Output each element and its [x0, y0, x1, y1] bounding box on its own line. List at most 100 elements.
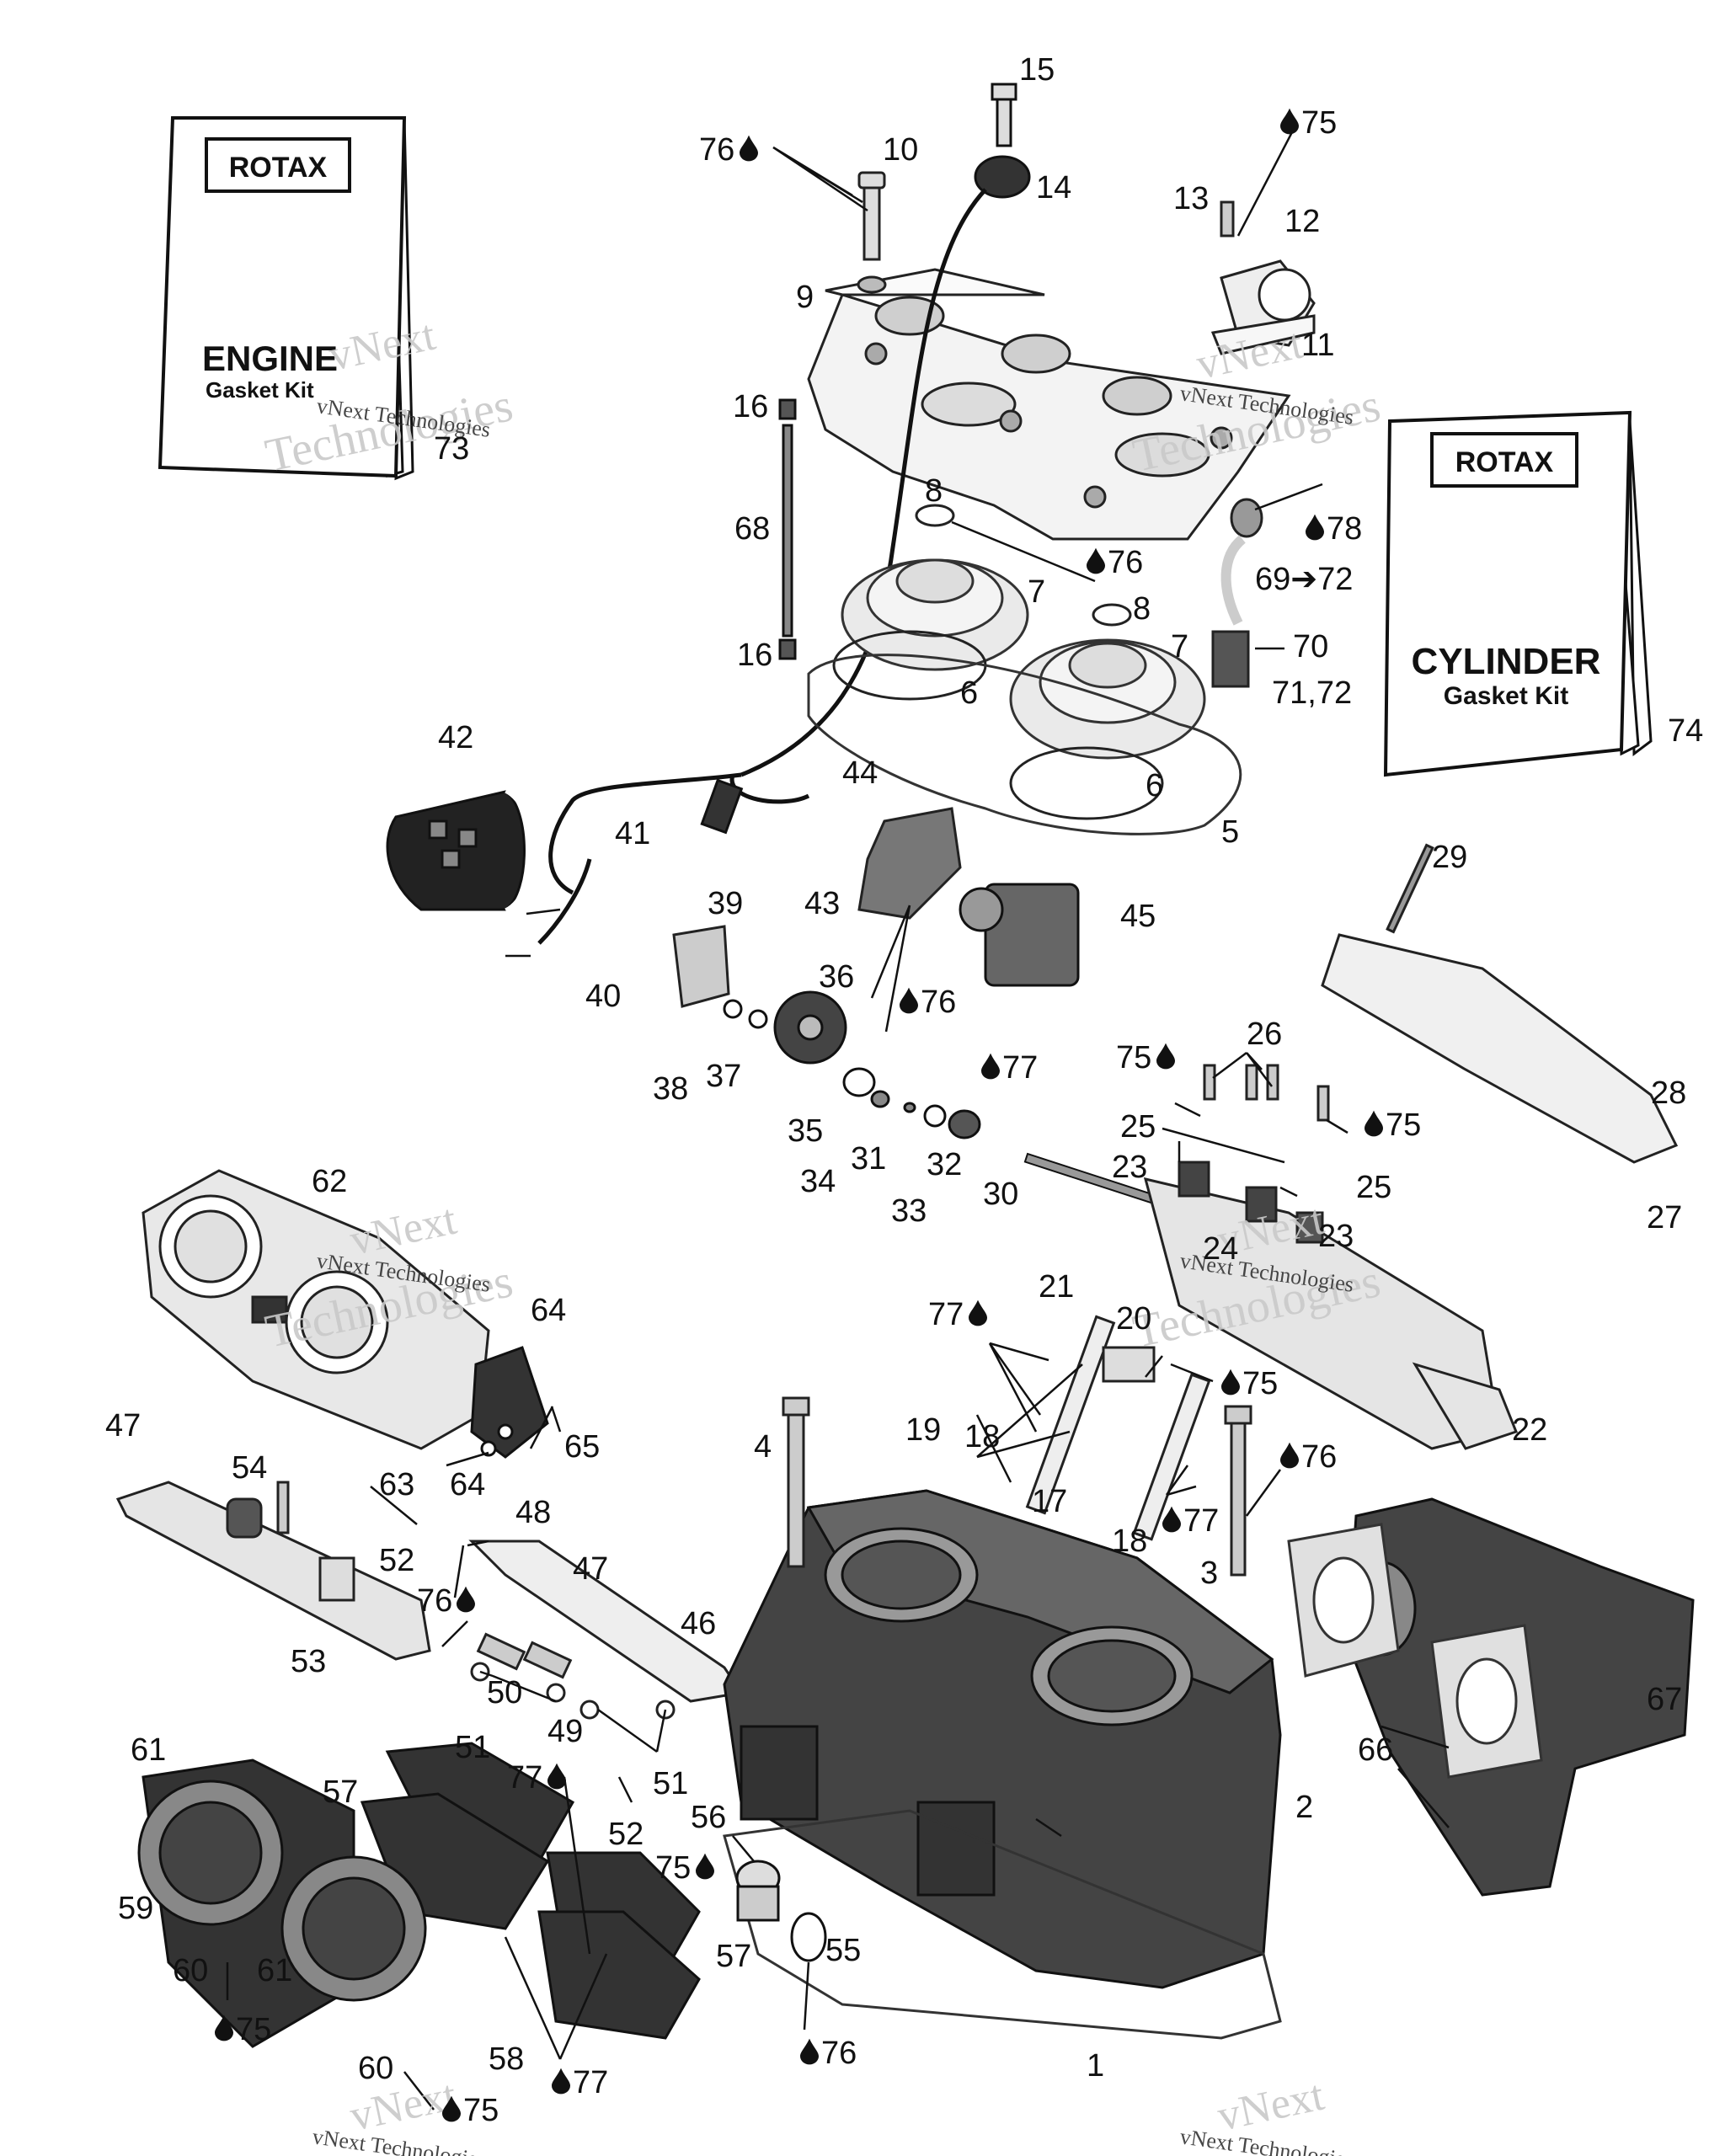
svg-text:77: 77: [1002, 1050, 1038, 1086]
callout-51-right: 51: [653, 1766, 688, 1801]
ignition-coil: [386, 790, 532, 911]
lube-75-bolts-left: 75: [1116, 1040, 1175, 1075]
svg-text:76: 76: [821, 2036, 857, 2071]
callout-5: 5: [1221, 814, 1239, 850]
svg-text:77: 77: [573, 2065, 608, 2100]
callout-33: 33: [891, 1193, 927, 1229]
callout-37: 37: [706, 1059, 741, 1094]
callout-23-right: 23: [1318, 1219, 1354, 1254]
callout-58: 58: [489, 2041, 524, 2077]
callout-18-top: 18: [964, 1419, 1000, 1454]
cylinder-kit-brand: ROTAX: [1455, 446, 1554, 478]
callout-45: 45: [1120, 899, 1156, 934]
callout-21: 21: [1039, 1269, 1074, 1305]
callout-2: 2: [1295, 1790, 1313, 1825]
lube-76-plug-oring: 76: [800, 2036, 857, 2071]
svg-text:77: 77: [507, 1760, 542, 1796]
callout-47-right: 47: [573, 1551, 608, 1587]
svg-text:76: 76: [921, 985, 956, 1020]
callout-51-left: 51: [455, 1730, 490, 1765]
callout-17: 17: [1032, 1484, 1067, 1519]
engine-kit-subtitle: Gasket Kit: [206, 377, 314, 403]
lube-75-bolts-right: 75: [1365, 1107, 1421, 1143]
cylinder-gasket-kit: ROTAX CYLINDER Gasket Kit: [1383, 410, 1653, 777]
callout-56: 56: [691, 1800, 726, 1835]
bracket: [672, 807, 962, 1008]
callout-47-left: 47: [105, 1408, 141, 1444]
cylinder-kit-subtitle: Gasket Kit: [1444, 682, 1568, 710]
head-bolt: [857, 171, 887, 294]
connector: [700, 778, 744, 835]
callout-8-left: 8: [925, 473, 943, 509]
cylinder-bolts: [782, 1396, 1252, 1577]
lube-75-intake: 75: [215, 2012, 271, 2047]
callout-61-bottom: 61: [257, 1953, 292, 1988]
svg-text:76: 76: [1108, 545, 1143, 580]
callout-70: 70: [1293, 629, 1328, 664]
callout-35: 35: [788, 1113, 823, 1149]
callout-52-top: 52: [379, 1543, 414, 1578]
lube-77-shaft: 77: [981, 1050, 1038, 1086]
lube-75-intake-bottom: 75: [442, 2093, 499, 2128]
callout-43: 43: [804, 886, 840, 921]
callout-68: 68: [734, 511, 770, 547]
injector: [470, 1632, 676, 1720]
callout-15: 15: [1019, 52, 1055, 88]
callout-63: 63: [379, 1467, 414, 1502]
callout-57-top: 57: [323, 1774, 358, 1810]
callout-57-bottom: 57: [716, 1939, 751, 1974]
callout-4: 4: [754, 1429, 772, 1465]
throttle-sensor: [470, 1346, 549, 1459]
callout-42: 42: [438, 720, 473, 755]
bearing-rods: [1025, 1315, 1211, 1541]
callout-69-72: 69➔72: [1255, 562, 1353, 597]
svg-text:75: 75: [1242, 1366, 1278, 1401]
callout-67: 67: [1647, 1682, 1682, 1717]
knock-sensor: [740, 83, 1031, 777]
callout-10: 10: [883, 132, 918, 168]
svg-text:76: 76: [417, 1583, 452, 1619]
combustion-dome: [841, 558, 1206, 760]
lube-75-water-outlet: 75: [1280, 105, 1337, 141]
callout-28: 28: [1651, 1075, 1686, 1111]
lube-76-injectors: 76: [417, 1583, 475, 1619]
callout-3: 3: [1200, 1556, 1218, 1591]
exhaust-gasket: [1287, 1523, 1543, 1779]
speed-sensor: [959, 883, 1080, 987]
lube-77-reed: 77: [507, 1760, 566, 1796]
callout-30: 30: [983, 1177, 1018, 1212]
callout-16-bottom: 16: [737, 638, 772, 673]
callout-25-right: 25: [1356, 1170, 1391, 1205]
svg-text:77: 77: [1183, 1503, 1219, 1539]
callout-71-72: 71,72: [1272, 675, 1352, 711]
engine-gasket-kit: ROTAX ENGINE Gasket Kit: [158, 116, 414, 481]
callout-labels: 15 10 14 13 12 9 11 16 73 8 68 69➔72 7 8…: [105, 52, 1703, 2086]
head-gasket: [807, 654, 1242, 835]
callout-12: 12: [1284, 204, 1320, 239]
svg-text:77: 77: [928, 1297, 964, 1332]
lube-76-orings: 76: [1087, 545, 1143, 580]
callout-48: 48: [515, 1495, 551, 1530]
callout-19: 19: [905, 1412, 941, 1448]
wiring-harness: [537, 772, 810, 945]
throttle-body: [142, 1169, 490, 1450]
svg-text:75: 75: [236, 2012, 271, 2047]
callout-8-right: 8: [1133, 591, 1151, 627]
callout-52-bottom: 52: [608, 1817, 644, 1852]
cylinder-kit-title: CYLINDER: [1412, 641, 1601, 682]
water-outlet: [1210, 200, 1316, 355]
callout-53: 53: [291, 1644, 326, 1679]
lube-76-bolt-3: 76: [1280, 1439, 1337, 1475]
svg-text:75: 75: [655, 1850, 691, 1886]
callout-7-left: 7: [1028, 574, 1045, 610]
lube-77-rods: 77: [928, 1297, 987, 1332]
valve-housing: [1143, 1161, 1518, 1450]
svg-text:75: 75: [1386, 1107, 1421, 1143]
base-gasket: [723, 1809, 1282, 2040]
callout-24: 24: [1203, 1231, 1238, 1267]
fuel-rail: [115, 1481, 431, 1661]
svg-text:78: 78: [1327, 511, 1362, 547]
callout-1: 1: [1087, 2048, 1104, 2084]
intake-manifold: [137, 1758, 427, 2048]
